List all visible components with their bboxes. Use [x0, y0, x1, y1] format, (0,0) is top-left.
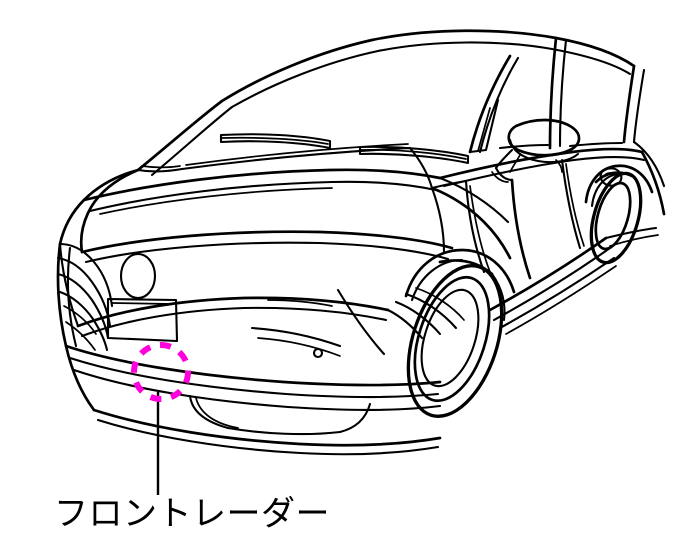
rear-wheel [589, 171, 643, 265]
emblem [119, 252, 157, 300]
front-radar-callout-circle [131, 342, 191, 402]
grille [188, 394, 372, 436]
roof [220, 29, 636, 109]
side-crease [250, 288, 386, 357]
rear-door [560, 158, 585, 250]
side-mirror [494, 118, 581, 173]
rocker-panel [488, 236, 617, 335]
mirror-mount [491, 166, 514, 183]
front-bumper [56, 230, 454, 456]
windshield [136, 99, 412, 177]
headlight-right [386, 287, 465, 340]
wipers [219, 133, 470, 165]
front-wheel-arch [404, 248, 516, 302]
rear-quarter-panel [604, 140, 666, 247]
caption-label: フロントレーダー [54, 494, 330, 534]
license-plate-recess [106, 297, 179, 343]
headlight-left [56, 242, 114, 352]
side-windows [438, 36, 646, 188]
rear-wheel-arch [584, 164, 654, 208]
hood [58, 146, 442, 254]
front-wheel [406, 259, 506, 418]
